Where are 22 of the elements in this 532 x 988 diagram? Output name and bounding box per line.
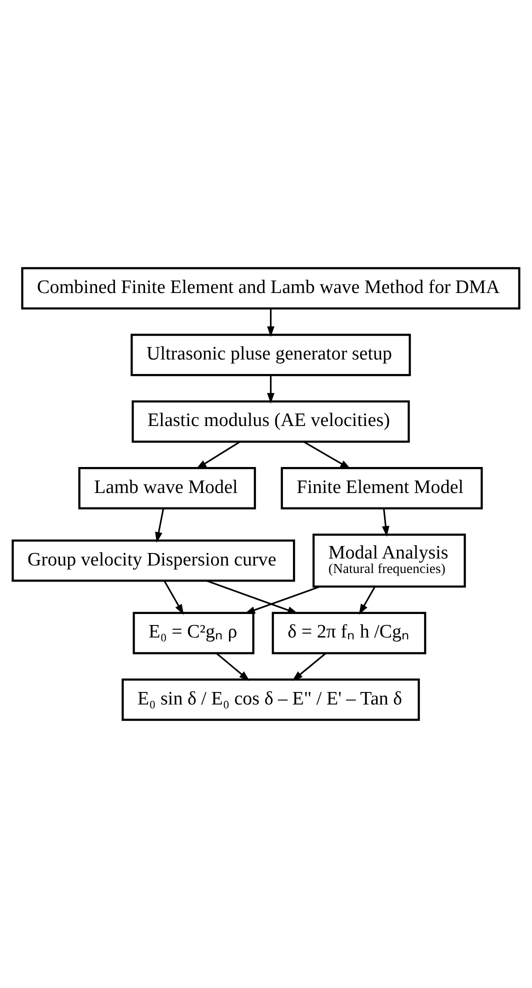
arrow bbox=[216, 652, 250, 682]
node-box: Lamb wave Model bbox=[78, 467, 256, 510]
node-box: Combined Finite Element and Lamb wave Method for DMA bbox=[21, 267, 520, 310]
arrow bbox=[206, 580, 298, 614]
arrow bbox=[382, 508, 390, 537]
arrow bbox=[292, 652, 326, 682]
node-box: Elastic modulus (AE velocities) bbox=[132, 400, 410, 443]
node-box: δ = 2π fₙ h /Cgₙ bbox=[272, 612, 426, 654]
node-box: Finite Element Model bbox=[280, 467, 483, 510]
arrow bbox=[267, 375, 274, 404]
arrow bbox=[303, 441, 351, 470]
arrow bbox=[164, 580, 184, 615]
node-box: Modal Analysis (Natural frequencies) bbox=[312, 534, 466, 588]
node-box: Group velocity Dispersion curve bbox=[12, 539, 296, 582]
arrow bbox=[358, 586, 376, 615]
arrow bbox=[196, 441, 240, 470]
arrow bbox=[155, 508, 164, 543]
arrow bbox=[244, 586, 320, 614]
node-box: E₀ sin δ / E₀ cos δ – E" / E' – Tan δ bbox=[122, 678, 420, 721]
node-box: Ultrasonic pluse generator setup bbox=[130, 334, 411, 376]
arrow bbox=[267, 308, 274, 337]
node-box: E₀ = C²gₙ ρ bbox=[132, 612, 254, 654]
